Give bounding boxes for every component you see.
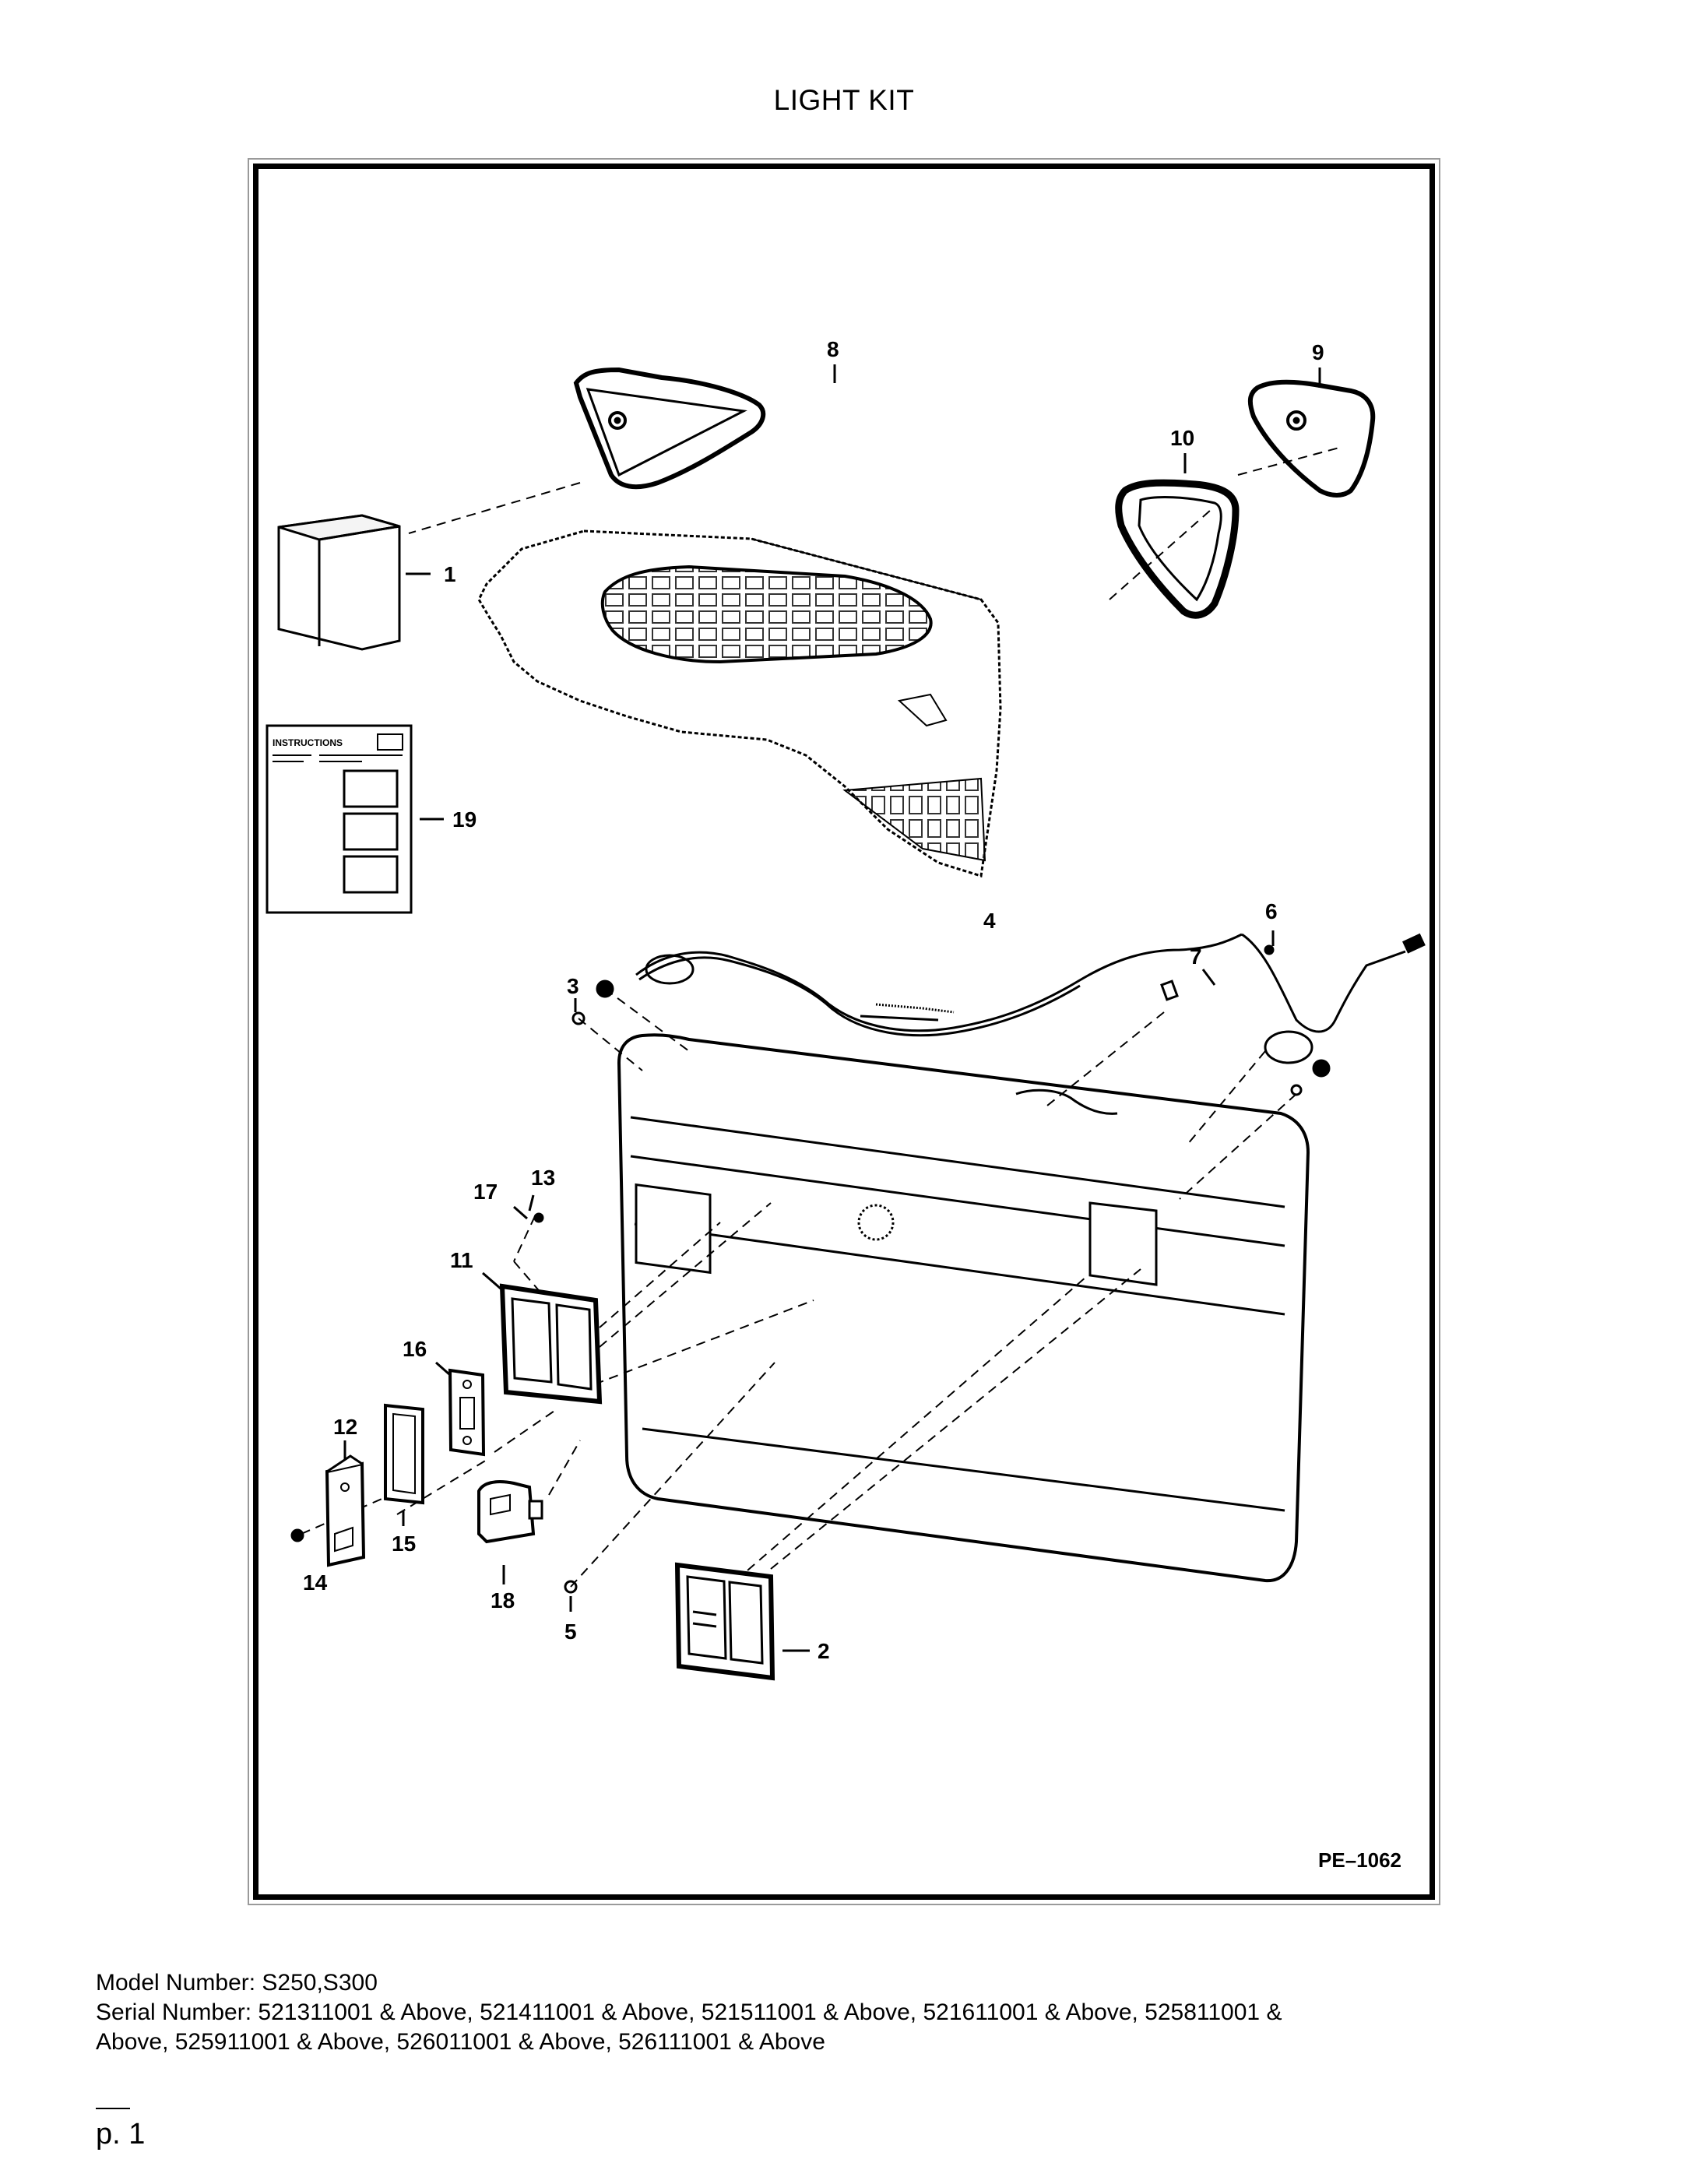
left-light-lens [573, 367, 766, 490]
callout-4: 4 [983, 909, 996, 933]
model-number: Model Number: S250,S300 [96, 1970, 378, 1996]
callout-12: 12 [333, 1415, 357, 1439]
switch-panel-assembly [674, 1562, 775, 1681]
callout-3: 3 [567, 974, 579, 998]
callout-13: 13 [531, 1166, 555, 1190]
callout-16: 16 [403, 1337, 427, 1361]
switch-plate [448, 1368, 486, 1457]
cab-panel [617, 1033, 1310, 1583]
switch-gasket [384, 1403, 424, 1505]
callout-8: 8 [827, 337, 839, 361]
drawing-number: PE–1062 [1318, 1848, 1401, 1872]
page-title: LIGHT KIT [773, 84, 915, 116]
instruction-sheet-heading: INSTRUCTIONS [273, 737, 343, 748]
wiring-harness [596, 933, 1426, 1078]
serial-number-line-2: Above, 525911001 & Above, 526011001 & Ab… [96, 2029, 825, 2055]
switch-cap [477, 1480, 543, 1544]
assembly-lines [301, 447, 1340, 1588]
callout-17: 17 [473, 1180, 498, 1204]
callout-labels: 1 19 8 9 10 4 6 7 3 13 17 11 16 12 15 14… [303, 337, 1324, 1663]
callout-10: 10 [1170, 426, 1194, 450]
footer-rule [96, 2108, 130, 2109]
exploded-parts-diagram: INSTRUCTIONS [266, 337, 1426, 1681]
callout-11: 11 [450, 1248, 473, 1272]
callout-1: 1 [444, 562, 456, 586]
callout-15: 15 [392, 1532, 416, 1556]
callout-14: 14 [303, 1570, 328, 1595]
rocker-switch [325, 1454, 366, 1567]
callout-6: 6 [1265, 899, 1278, 923]
callout-5: 5 [564, 1620, 577, 1644]
switch-bezel [499, 1283, 603, 1405]
figure-outer-border [248, 158, 1440, 1905]
figure-frame: PE–1062 [253, 164, 1435, 1900]
callout-18: 18 [491, 1588, 515, 1613]
light-gasket [1115, 479, 1240, 619]
cab-roof [477, 529, 1002, 877]
callout-2: 2 [818, 1639, 830, 1663]
callout-19: 19 [452, 807, 477, 832]
callout-leaders [343, 364, 1321, 1652]
model-serial-info: Model Number: S250,S300 Serial Number: 5… [96, 1968, 1598, 2057]
instruction-sheet: INSTRUCTIONS [266, 724, 413, 914]
right-light-lens [1247, 379, 1376, 498]
kit-box [277, 514, 401, 651]
callout-9: 9 [1312, 340, 1324, 364]
serial-number-line-1: Serial Number: 521311001 & Above, 521411… [96, 1999, 1282, 2025]
callout-7: 7 [1190, 944, 1202, 969]
page-number: p. 1 [96, 2118, 146, 2151]
